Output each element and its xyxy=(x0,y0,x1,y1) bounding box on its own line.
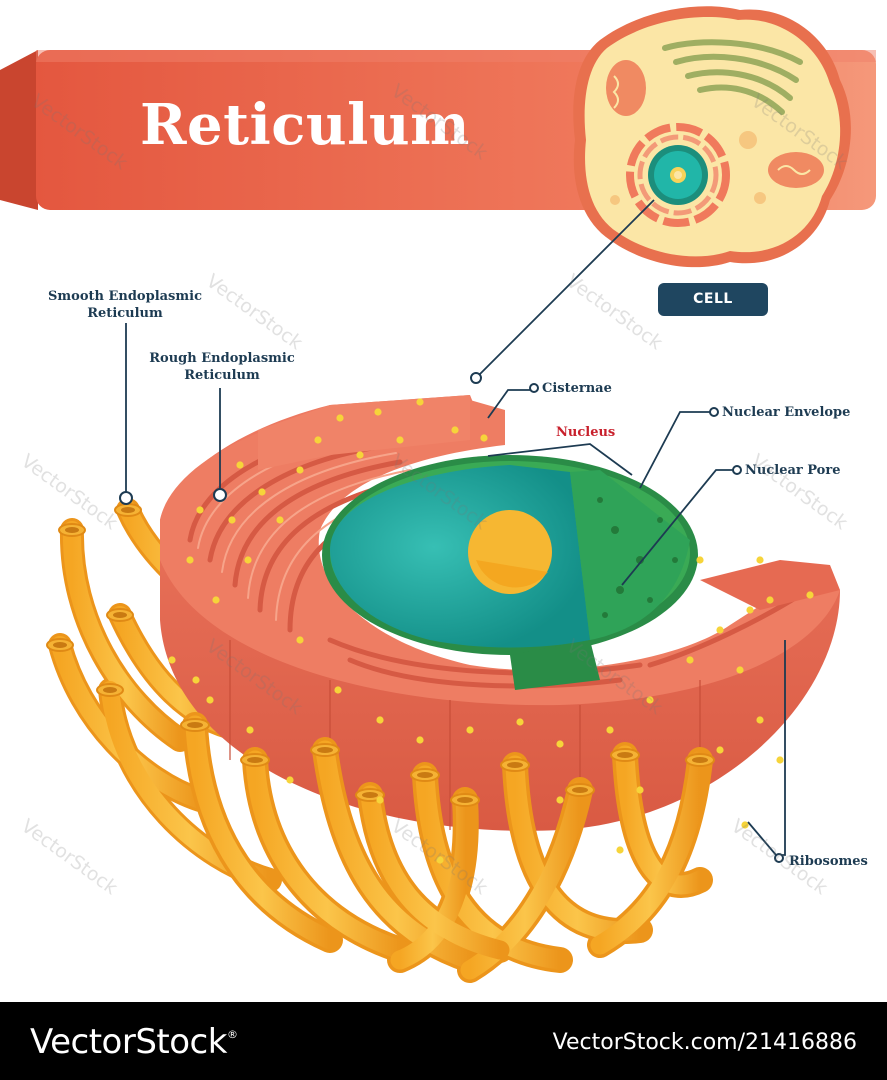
footer-bar: VectorStock® VectorStock.com/21416886 xyxy=(0,1002,887,1080)
ribosome-dot xyxy=(416,736,424,744)
ribosome-dot xyxy=(192,676,200,684)
cell-pointer-line xyxy=(477,199,655,377)
ribosome-dot xyxy=(516,718,524,726)
ribosome-dot xyxy=(376,716,384,724)
ribosome-dot xyxy=(296,636,304,644)
ribosome-dot xyxy=(636,786,644,794)
ribosome-dots xyxy=(168,398,814,864)
leader-dots xyxy=(119,383,784,863)
ribosome-dot xyxy=(396,436,404,444)
ribosome-dot xyxy=(228,516,236,524)
label-smooth-er: Smooth Endoplasmic Reticulum xyxy=(44,288,206,322)
footer-image-id: VectorStock.com/21416886 xyxy=(552,1030,857,1055)
ribosome-dot xyxy=(606,726,614,734)
label-smooth-er-line2: Reticulum xyxy=(87,306,163,321)
ribosome-dot xyxy=(756,716,764,724)
ribosome-dot xyxy=(244,556,252,564)
ribosome-dot xyxy=(356,451,364,459)
ribosome-dot xyxy=(376,796,384,804)
ribosome-dot xyxy=(258,488,266,496)
ribosome-dot xyxy=(168,656,176,664)
ribosome-dot xyxy=(206,696,214,704)
ribosome-dot xyxy=(736,666,744,674)
ribosome-dot xyxy=(716,746,724,754)
ribosome-dot xyxy=(276,516,284,524)
rough-er-body xyxy=(160,395,840,831)
ribosome-dot xyxy=(296,466,304,474)
cell-inset xyxy=(573,6,851,268)
ribosome-dot xyxy=(746,606,754,614)
ribosome-dot xyxy=(286,776,294,784)
footer-logo-text: VectorStock xyxy=(30,1022,227,1062)
cell-badge: CELL xyxy=(658,283,768,316)
ribosome-dot xyxy=(196,506,204,514)
ribosome-dot xyxy=(246,726,254,734)
ribosome-dot xyxy=(436,856,444,864)
ribosome-dot xyxy=(466,726,474,734)
label-rough-er: Rough Endoplasmic Reticulum xyxy=(144,350,300,384)
ribosome-dot xyxy=(696,556,704,564)
ribosome-dot xyxy=(314,436,322,444)
ribosome-dot xyxy=(480,434,488,442)
page-title: Reticulum xyxy=(140,92,470,158)
ribosome-dot xyxy=(451,426,459,434)
label-ribosomes: Ribosomes xyxy=(789,854,868,869)
ribosome-dot xyxy=(336,414,344,422)
label-nuclear-pore: Nuclear Pore xyxy=(745,463,841,478)
ribosome-dot xyxy=(741,821,749,829)
ribosome-dot xyxy=(334,686,342,694)
ribosome-dot xyxy=(646,696,654,704)
ribosome-dot xyxy=(806,591,814,599)
label-rough-er-line1: Rough Endoplasmic xyxy=(149,351,295,366)
ribosome-dot xyxy=(716,626,724,634)
label-nucleus: Nucleus xyxy=(556,425,616,440)
ribosome-dot xyxy=(686,656,694,664)
ribosome-dot xyxy=(374,408,382,416)
ribosome-dot xyxy=(556,740,564,748)
footer-logo-mark: ® xyxy=(226,1028,238,1041)
footer-logo: VectorStock® xyxy=(30,1022,238,1062)
ribosome-dot xyxy=(776,756,784,764)
ribosome-dot xyxy=(766,596,774,604)
ribosome-dot xyxy=(616,846,624,854)
ribosome-dot xyxy=(236,461,244,469)
nucleus xyxy=(322,455,698,690)
ribosome-dot xyxy=(212,596,220,604)
ribosome-dot xyxy=(556,796,564,804)
ribosome-dot xyxy=(416,398,424,406)
ribosome-dot xyxy=(756,556,764,564)
smooth-er-tubes-front xyxy=(46,503,715,983)
label-smooth-er-line1: Smooth Endoplasmic xyxy=(48,289,202,304)
ribosome-dot xyxy=(186,556,194,564)
diagram-canvas xyxy=(0,6,876,983)
cell-pointer-dot xyxy=(470,372,482,384)
label-cisternae: Cisternae xyxy=(542,381,612,396)
label-nuclear-envelope: Nuclear Envelope xyxy=(722,405,851,420)
label-rough-er-line2: Reticulum xyxy=(184,368,260,383)
